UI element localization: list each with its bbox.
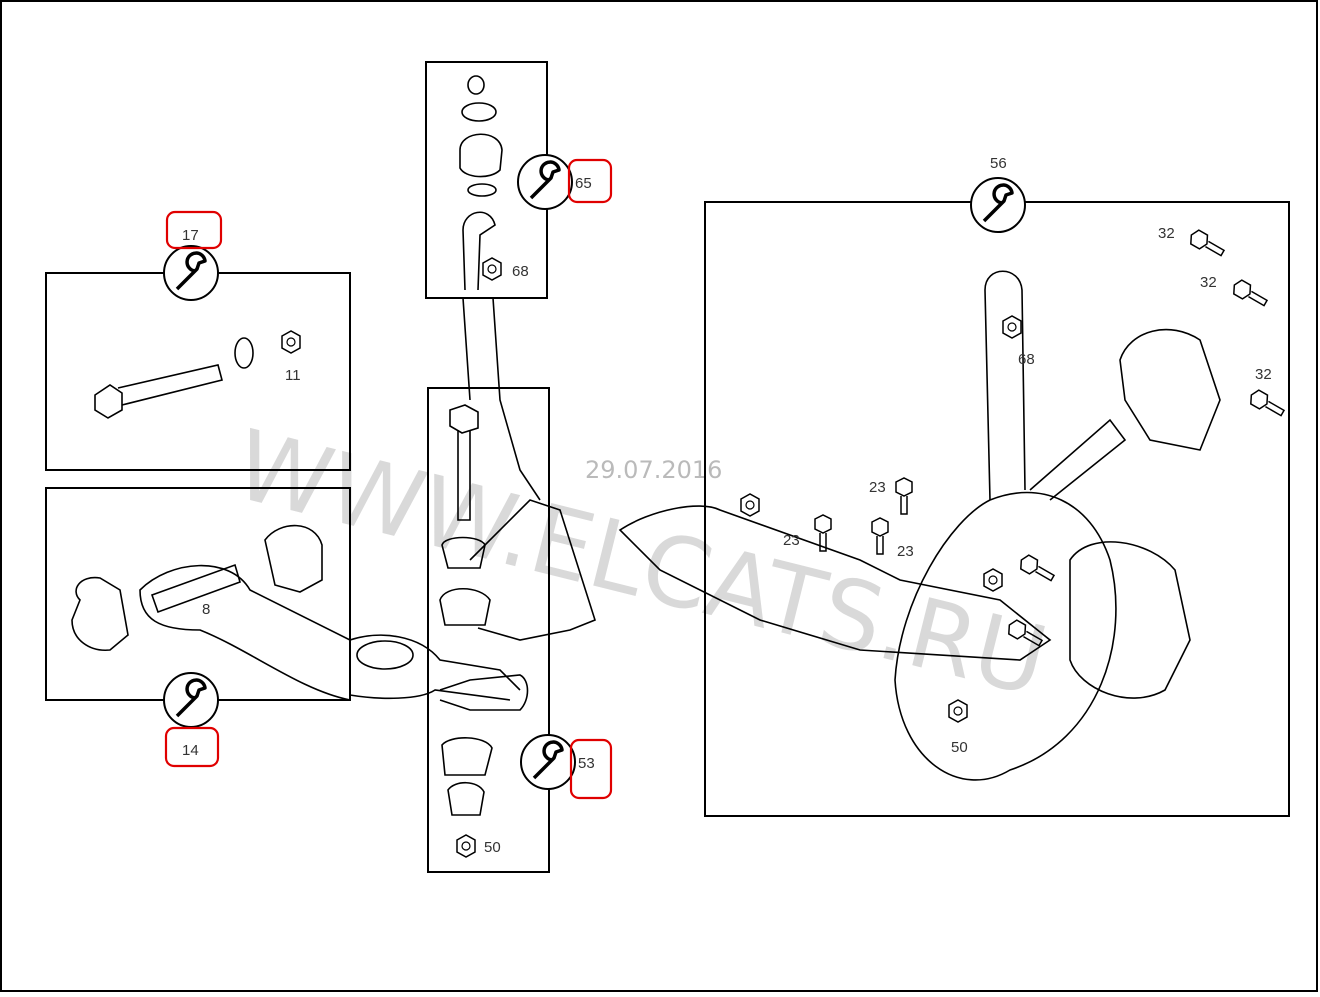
nut-icon [983, 568, 1003, 592]
highlight-53 [569, 738, 613, 800]
callout-17[interactable]: 17 [182, 227, 199, 244]
wrench-icon-17[interactable] [162, 244, 220, 302]
callout-8[interactable]: 8 [202, 601, 210, 618]
callout-32[interactable]: 32 [1200, 274, 1217, 291]
part-stabilizer-link [439, 404, 596, 816]
highlight-17 [165, 210, 223, 250]
callout-50-right[interactable]: 50 [951, 739, 968, 756]
part-bushings [71, 524, 351, 701]
callout-32[interactable]: 32 [1158, 225, 1175, 242]
highlight-65 [567, 158, 613, 204]
wrench-icon-14[interactable] [162, 671, 220, 729]
nut-icon-50-center [456, 834, 476, 858]
callout-56[interactable]: 56 [990, 155, 1007, 172]
nut-icon-50-right [948, 699, 968, 723]
callout-14[interactable]: 14 [182, 742, 199, 759]
nut-icon [740, 493, 760, 517]
callout-50-center[interactable]: 50 [484, 839, 501, 856]
callout-53[interactable]: 53 [578, 755, 595, 772]
callout-11[interactable]: 11 [285, 367, 301, 384]
nut-icon-68-right [1002, 315, 1022, 339]
callout-32[interactable]: 32 [1255, 366, 1272, 383]
highlight-14 [164, 726, 220, 768]
callout-65[interactable]: 65 [575, 175, 592, 192]
bolt-icon-32 [1229, 277, 1271, 311]
bolt-icon-32 [1246, 387, 1288, 421]
wrench-icon-53[interactable] [519, 733, 577, 791]
part-bolt-long [94, 337, 254, 419]
bolt-icon-32 [1186, 227, 1228, 261]
callout-68-center[interactable]: 68 [512, 263, 529, 280]
callout-23[interactable]: 23 [783, 532, 800, 549]
bolt-icon-23 [895, 477, 913, 515]
nut-icon-11 [281, 330, 301, 354]
callout-68-right[interactable]: 68 [1018, 351, 1035, 368]
callout-23[interactable]: 23 [897, 543, 914, 560]
nut-icon-68-center [482, 257, 502, 281]
panel-stabilizer-link [427, 387, 550, 873]
wrench-icon-56[interactable] [969, 176, 1027, 234]
bolt-icon [1016, 552, 1058, 586]
bolt-icon-23 [871, 517, 889, 555]
part-stabilizer-top [459, 75, 541, 501]
part-control-arm [349, 634, 521, 701]
wrench-icon-65[interactable] [516, 153, 574, 211]
callout-23[interactable]: 23 [869, 479, 886, 496]
part-hub-assembly [618, 270, 1221, 781]
panel-hub-assembly [704, 201, 1290, 817]
date-stamp: 29.07.2016 [585, 456, 722, 484]
